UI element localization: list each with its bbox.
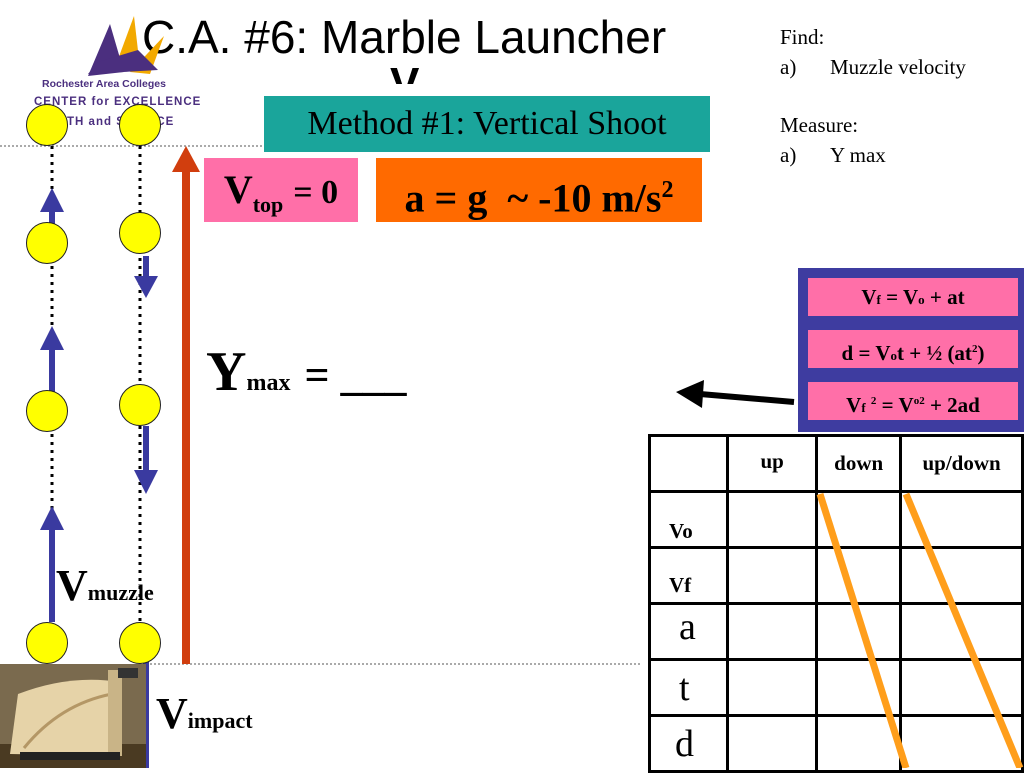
measure-item-text: Y max <box>830 143 886 167</box>
find-heading: Find: <box>780 25 825 49</box>
vmuzzle-label: Vmuzzle <box>56 560 154 611</box>
eq-part: d = V <box>841 341 891 365</box>
up-arrow-icon <box>40 326 64 394</box>
vimpact-subscript: impact <box>187 708 253 733</box>
find-item-letter: a) <box>780 55 797 79</box>
table-corner <box>647 434 730 493</box>
row-label-d: d <box>647 714 730 773</box>
equations-panel: Vf = Vo + at d = Vot + ½ (at2) Vf 2 = Vo… <box>798 268 1024 432</box>
row-label-a: a <box>647 602 730 661</box>
eq-part: f <box>861 400 866 415</box>
down-arrow-icon <box>134 256 158 298</box>
equation-velocity: Vf = Vo + at <box>808 278 1018 316</box>
kinematics-table: up down up/down Vo Vf a t d <box>647 434 1024 773</box>
eq-part: + 2ad <box>924 393 980 417</box>
eq-part: = V <box>880 285 919 309</box>
vtop-box: Vtop = 0 <box>204 158 358 222</box>
ymax-label: Ymax = ___ <box>206 340 407 404</box>
vtop-subscript: top <box>252 192 284 217</box>
equation-displacement: d = Vot + ½ (at2) <box>808 330 1018 368</box>
marble <box>119 384 161 426</box>
slide-title: C.A. #6: Marble Launcher <box>142 11 667 63</box>
marble <box>119 104 161 146</box>
vtop-symbol: V <box>223 167 253 212</box>
up-arrow-icon <box>40 506 64 622</box>
column-header-down: down <box>815 434 903 493</box>
marble <box>26 622 68 664</box>
acceleration-exponent: 2 <box>661 177 674 203</box>
vimpact-label: Vimpact <box>156 688 253 739</box>
table-cell[interactable] <box>726 658 819 717</box>
vmuzzle-symbol: V <box>56 561 88 610</box>
height-arrow-icon <box>172 146 200 664</box>
launcher-photo <box>0 664 146 768</box>
marble-launcher-icon <box>0 664 146 768</box>
eq-part: o <box>918 292 925 307</box>
down-arrow-icon <box>134 426 158 494</box>
table-cell[interactable] <box>726 490 819 549</box>
table-cell[interactable] <box>726 546 819 605</box>
eq-part: o <box>890 348 897 363</box>
equation-velocity-squared: Vf 2 = Vo2 + 2ad <box>808 382 1018 420</box>
table-cell[interactable] <box>815 602 903 661</box>
method-label: Method #1: Vertical Shoot <box>264 96 710 152</box>
pointer-arrow-icon <box>676 380 795 408</box>
ymax-blank: = ___ <box>304 351 407 400</box>
find-item-text: Muzzle velocity <box>830 55 966 79</box>
logo-line2: CENTER for EXCELLENCE <box>34 96 202 108</box>
strike-line-updown <box>902 492 1024 768</box>
eq-part: f <box>876 292 881 307</box>
eq-part: 2 <box>971 343 978 355</box>
eq-part: 2 <box>919 395 925 407</box>
marble <box>26 104 68 146</box>
acceleration-text: a = g ~ -10 m/s <box>404 175 662 221</box>
measure-item: a) Y max <box>780 140 966 170</box>
marble <box>26 390 68 432</box>
marble <box>119 622 161 664</box>
table-cell[interactable] <box>899 658 1024 717</box>
table-cell[interactable] <box>815 546 903 605</box>
vimpact-symbol: V <box>156 689 188 738</box>
find-item: a) Muzzle velocity <box>780 52 966 82</box>
title-fragment: V <box>390 62 419 84</box>
table-cell[interactable] <box>899 546 1024 605</box>
ymax-subscript: max <box>246 370 291 396</box>
logo-star-icon <box>88 16 164 76</box>
vtop-value: = 0 <box>293 174 339 211</box>
acceleration-box: a = g ~ -10 m/s2 <box>376 158 702 222</box>
strike-line-down <box>816 492 910 768</box>
ymax-symbol: Y <box>206 341 247 403</box>
row-label-t: t <box>647 658 730 717</box>
logo-line1: Rochester Area Colleges <box>42 78 166 90</box>
eq-part: V <box>861 285 877 309</box>
eq-part: V <box>846 393 862 417</box>
row-label-vf: Vf <box>647 546 730 605</box>
marble <box>119 212 161 254</box>
row-label-vo: Vo <box>647 490 730 549</box>
measure-item-letter: a) <box>780 143 797 167</box>
find-measure-notes: Find: a) Muzzle velocity Measure: a) Y max <box>780 22 966 170</box>
vmuzzle-subscript: muzzle <box>87 580 154 605</box>
column-header-updown: up/down <box>899 434 1024 493</box>
measure-heading: Measure: <box>780 113 859 137</box>
table-cell[interactable] <box>726 602 819 661</box>
eq-part: 2 <box>870 395 877 407</box>
eq-part: + at <box>924 285 965 309</box>
marble <box>26 222 68 264</box>
column-header-up: up <box>726 434 819 493</box>
eq-part: ) <box>977 341 985 365</box>
eq-part: t + ½ (at <box>896 341 972 365</box>
table-cell[interactable] <box>726 714 819 773</box>
eq-part: = V <box>876 393 914 417</box>
eq-part: o <box>913 395 920 407</box>
